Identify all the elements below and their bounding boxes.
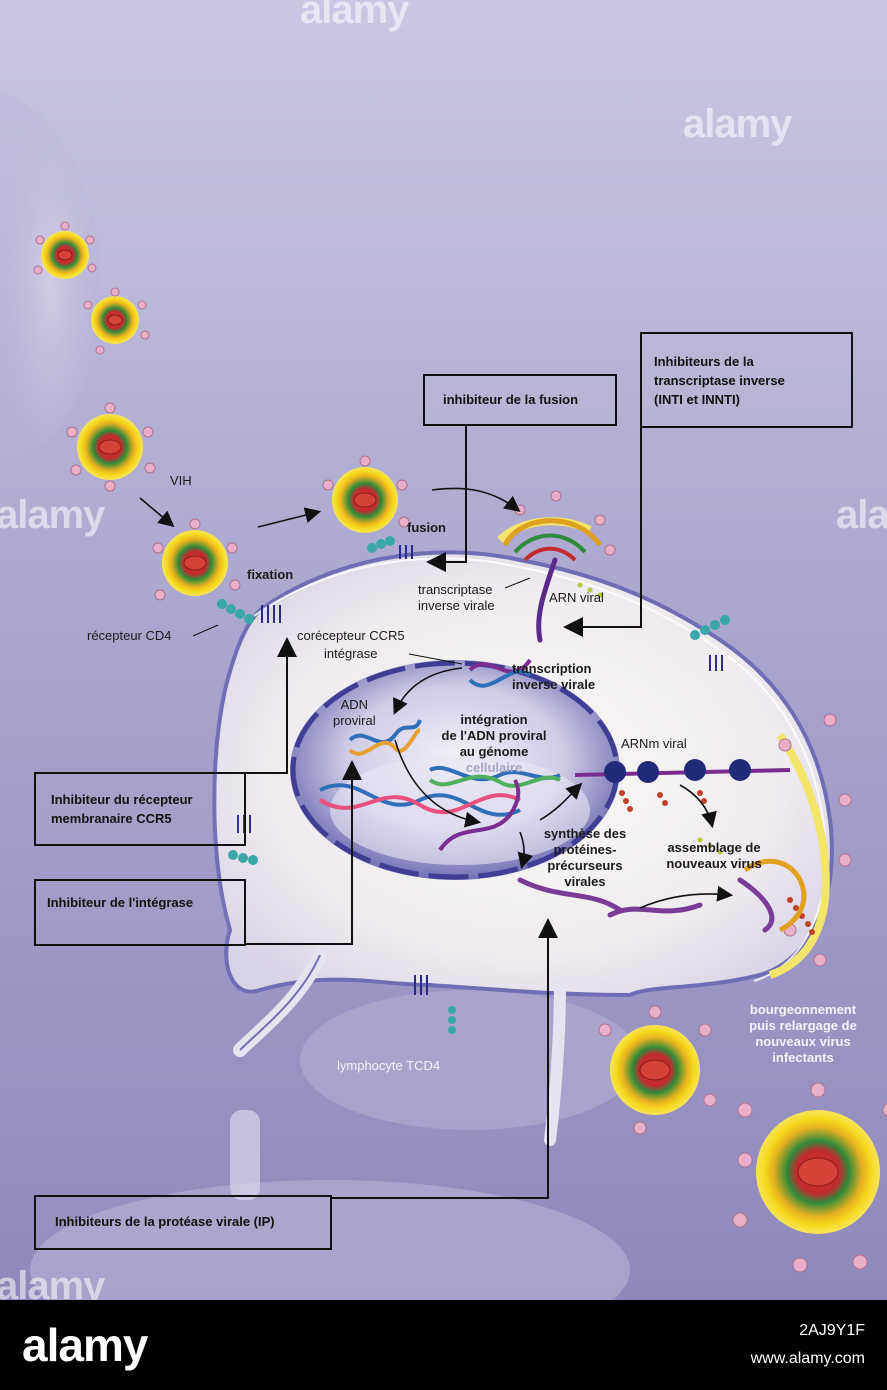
rt-inhibitor-line-3: (INTI et INNTI) [654,392,740,407]
integrase-inhibitor-label: Inhibiteur de l'intégrase [47,895,194,910]
fusion-inhibitor-box: inhibiteur de la fusion [423,374,617,426]
ccr5-inhibitor-line-2: membranaire CCR5 [51,811,172,826]
watermark-right: alamy [836,493,887,537]
label-integration: intégration de l'ADN proviral au génome … [441,712,547,775]
integrase-inhibitor-box: Inhibiteur de l'intégrase [34,879,246,946]
rt-inhibitor-box: Inhibiteurs de la transcriptase inverse … [640,332,853,428]
protease-inhibitor-box: Inhibiteurs de la protéase virale (IP) [34,1195,332,1250]
watermark-bottom-left: alamy [0,1264,105,1300]
image-code: 2AJ9Y1F [799,1322,865,1339]
label-ccr5-coreceptor: corécepteur CCR5 [297,628,405,643]
site-url: www.alamy.com [750,1350,865,1367]
ccr5-inhibitor-line-1: Inhibiteur du récepteur [51,792,193,807]
label-cell: lymphocyte TCD4 [337,1058,441,1073]
watermark-upper-right: alamy [683,102,792,146]
rt-inhibitor-line-2: transcriptase inverse [654,373,785,388]
fusion-inhibitor-label: inhibiteur de la fusion [443,392,579,407]
label-budding: bourgeonnement puis relargage de nouveau… [749,1002,857,1065]
label-cd4-receptor: récepteur CD4 [87,628,172,643]
label-reverse-transcription: transcription inverse virale [512,661,596,692]
diagram-canvas: alamy alamy alamy alamy alamy inhibiteur… [0,0,887,1300]
label-fusion: fusion [407,520,446,535]
watermark-left: alamy [0,493,105,537]
alamy-logo: alamy [22,1319,148,1371]
label-vih: VIH [170,473,192,488]
label-viral-mrna: ARNm viral [621,736,687,751]
label-integrase: intégrase [324,646,378,661]
label-protein-synthesis: synthèse des protéines- précurseurs vira… [543,826,627,889]
watermark-top: alamy [300,0,409,32]
label-viral-rna: ARN viral [549,590,604,605]
hiv-cycle-illustration [0,0,887,1300]
watermark-footer: alamy 2AJ9Y1F www.alamy.com [0,1300,887,1390]
label-proviral-dna: ADN proviral [333,697,376,728]
label-reverse-transcriptase: transcriptase inverse virale [418,582,495,613]
label-fixation: fixation [247,567,294,582]
ccr5-inhibitor-box: Inhibiteur du récepteur membranaire CCR5 [34,772,246,846]
protease-inhibitor-label: Inhibiteurs de la protéase virale (IP) [55,1214,275,1229]
label-virus-assembly: assemblage de nouveaux virus [666,840,762,871]
rt-inhibitor-line-1: Inhibiteurs de la [654,354,754,369]
